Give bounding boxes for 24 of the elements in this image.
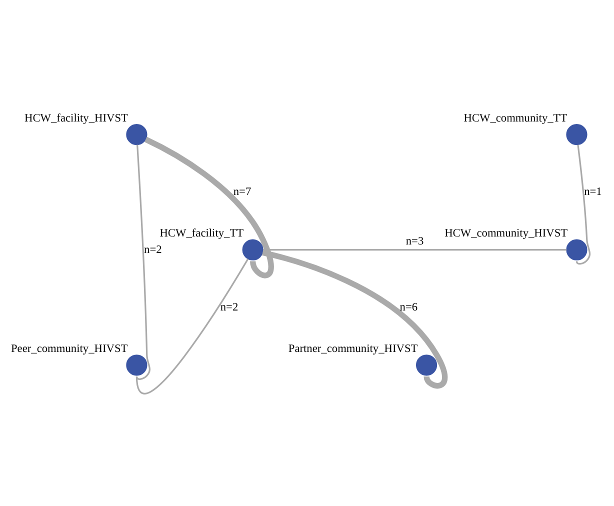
edge-label: n=6 bbox=[400, 302, 418, 314]
connector bbox=[144, 136, 274, 278]
edge-label: n=2 bbox=[220, 302, 238, 314]
node-circle bbox=[126, 124, 148, 146]
node-label: HCW_facility_TT bbox=[160, 228, 244, 240]
node-circle bbox=[126, 354, 148, 376]
connector bbox=[136, 258, 249, 394]
node-circle bbox=[416, 354, 438, 376]
connector bbox=[136, 144, 150, 380]
node-label: HCW_community_TT bbox=[464, 112, 568, 124]
connector bbox=[576, 144, 591, 265]
edge-label: n=3 bbox=[406, 235, 424, 248]
node-label: Partner_community_HIVST bbox=[288, 342, 418, 355]
node-circle bbox=[566, 124, 588, 146]
edge-label: n=1 bbox=[584, 186, 602, 198]
node-label: HCW_community_HIVST bbox=[444, 228, 568, 240]
node-label: HCW_facility_HIVST bbox=[24, 112, 128, 124]
edge-label: n=7 bbox=[233, 186, 252, 198]
connector bbox=[263, 249, 567, 251]
connector bbox=[262, 250, 448, 388]
node-circle bbox=[242, 239, 264, 260]
node-label: Peer_community_HIVST bbox=[10, 342, 128, 355]
edge-label: n=2 bbox=[144, 244, 162, 256]
node-circle bbox=[566, 239, 588, 260]
